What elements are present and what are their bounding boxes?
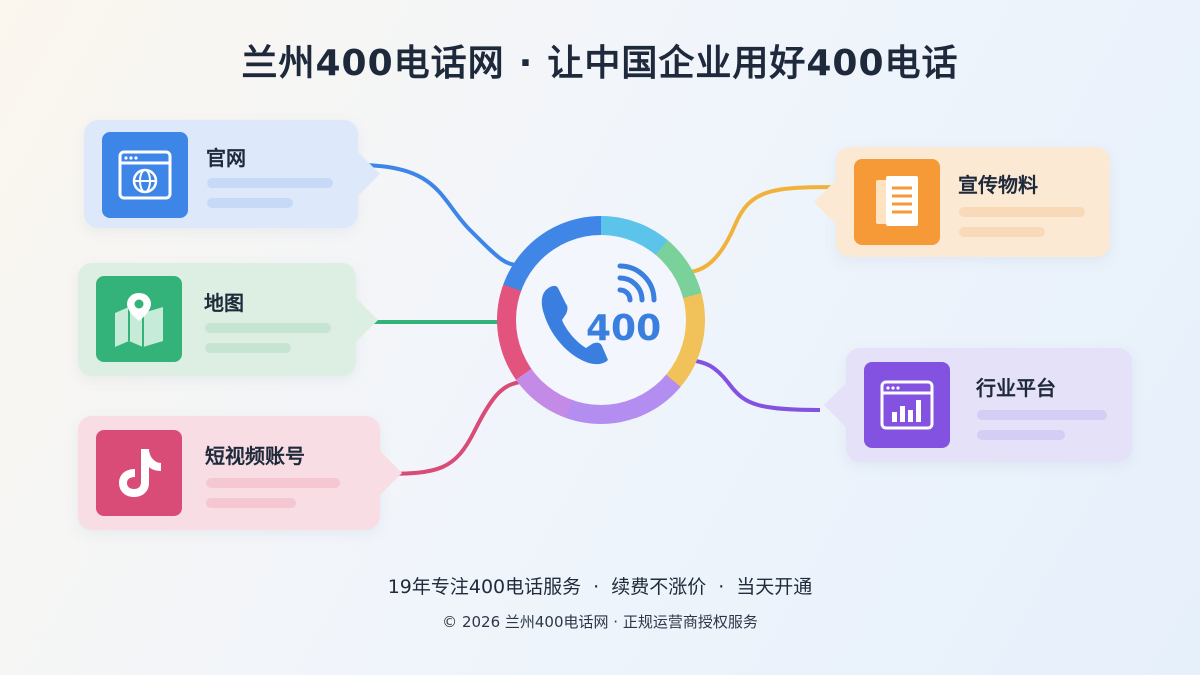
feature-item: 19年专注400电话服务 [387,576,582,598]
channel-label: 地图 [204,291,244,315]
browser-chart-icon [864,362,950,448]
feature-item: 当天开通 [736,576,813,598]
channel-card-industry-platform[interactable]: 行业平台 [824,348,1132,462]
placeholder-bar [205,343,291,353]
title-separator: · [518,43,534,84]
feature-separator: · [718,576,725,598]
channel-label: 官网 [206,146,246,170]
channel-card-short-video[interactable]: 短视频账号 [78,416,402,530]
link-industry [689,358,821,412]
feature-separator: · [593,576,600,598]
document-stack-icon [854,159,940,245]
channel-card-website[interactable]: 官网 [84,120,380,228]
hub-center [516,235,686,405]
hub-number: 400 [586,308,662,349]
channel-card-map[interactable]: 地图 [78,263,378,376]
placeholder-bar [959,207,1085,217]
link-print [689,185,837,274]
feature-item: 续费不涨价 [611,576,707,598]
placeholder-bar [206,498,296,508]
placeholder-bar [207,178,333,188]
placeholder-bar [959,227,1045,237]
phone-signal-icon [541,263,657,365]
channel-label: 短视频账号 [205,444,305,468]
map-pin-icon [96,276,182,362]
tiktok-note-icon [96,430,182,516]
channel-label: 行业平台 [976,376,1056,400]
placeholder-bar [205,323,331,333]
feature-line: 19年专注400电话服务 · 续费不涨价 · 当天开通 [0,572,1200,599]
site-name: 兰州400电话网 [241,43,505,84]
channel-label: 宣传物料 [958,173,1038,197]
link-website [357,163,521,267]
channel-card-print-materials[interactable]: 宣传物料 [814,147,1110,257]
placeholder-bar [206,478,340,488]
browser-globe-icon [102,132,188,218]
placeholder-bar [207,198,293,208]
page-title: 兰州400电话网 · 让中国企业用好400电话 [0,34,1200,86]
link-video [379,380,521,476]
copyright: © 2026 兰州400电话网 · 正规运营商授权服务 [442,613,758,631]
placeholder-bar [977,410,1107,420]
placeholder-bar [977,430,1065,440]
slogan: 让中国企业用好400电话 [547,43,959,84]
